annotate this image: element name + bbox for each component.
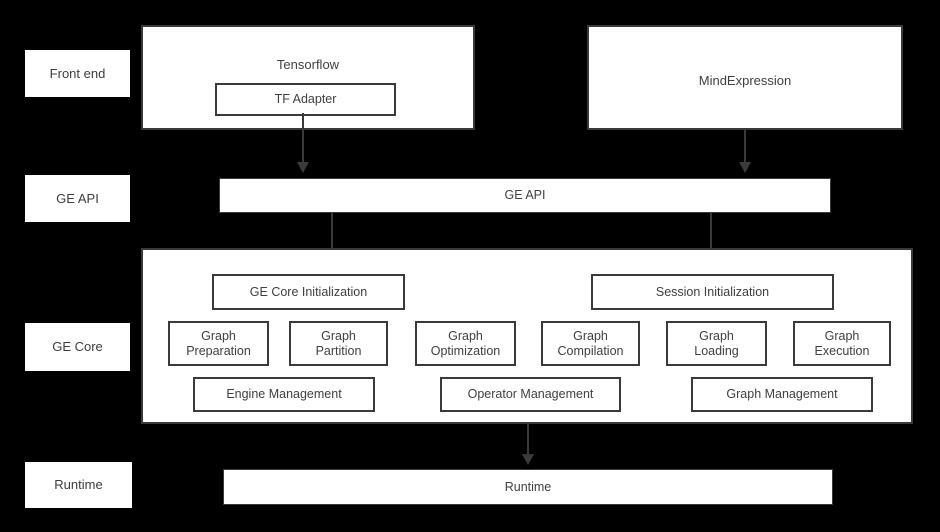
graph-execution-box: Graph Execution: [793, 321, 891, 366]
tensorflow-title: Tensorflow: [276, 57, 340, 72]
session-initialization-label: Session Initialization: [655, 284, 770, 299]
graph-partition-label: Graph Partition: [315, 328, 362, 358]
graph-optimization-box: Graph Optimization: [415, 321, 516, 366]
tf-adapter-box: TF Adapter: [215, 83, 396, 116]
graph-loading-label: Graph Loading: [694, 328, 739, 358]
graph-management-label: Graph Management: [726, 387, 838, 402]
ge-core-initialization-box: GE Core Initialization: [212, 274, 405, 310]
ge-api-bar-label: GE API: [504, 188, 546, 203]
engine-management-box: Engine Management: [193, 377, 375, 412]
connector-mindexpression-to-ge-api-arrowhead: [739, 162, 751, 173]
layer-label-front-end-text: Front end: [49, 65, 106, 81]
ge-api-bar: GE API: [219, 178, 831, 213]
layer-label-front-end: Front end: [25, 50, 130, 97]
connector-tf-adapter-to-ge-api-line: [302, 113, 304, 164]
tf-adapter-label: TF Adapter: [274, 92, 337, 107]
graph-execution-label: Graph Execution: [814, 328, 870, 358]
layer-label-runtime: Runtime: [25, 462, 132, 508]
runtime-bar-label: Runtime: [504, 479, 552, 494]
engine-management-label: Engine Management: [226, 387, 342, 402]
connector-ge-api-to-session-init-line: [710, 213, 712, 262]
layer-label-ge-core: GE Core: [25, 323, 130, 371]
graph-preparation-label: Graph Preparation: [186, 328, 251, 358]
graph-optimization-label: Graph Optimization: [430, 328, 501, 358]
ge-core-initialization-label: GE Core Initialization: [249, 284, 368, 299]
connector-mindexpression-to-ge-api-line: [744, 130, 746, 164]
operator-management-label: Operator Management: [467, 387, 594, 402]
ge-core-frame: GE Core Initialization Session Initializ…: [141, 248, 913, 424]
layer-label-ge-api-text: GE API: [56, 190, 99, 206]
tensorflow-frame: Tensorflow TF Adapter: [141, 25, 475, 130]
graph-compilation-label: Graph Compilation: [557, 328, 624, 358]
runtime-bar: Runtime: [223, 469, 833, 505]
graph-management-box: Graph Management: [691, 377, 873, 412]
connector-tf-adapter-to-ge-api-arrowhead: [297, 162, 309, 173]
graph-compilation-box: Graph Compilation: [541, 321, 640, 366]
graph-loading-box: Graph Loading: [666, 321, 767, 366]
mindexpression-frame: MindExpression: [587, 25, 903, 130]
connector-ge-core-to-runtime-line: [527, 424, 529, 456]
operator-management-box: Operator Management: [440, 377, 621, 412]
layer-label-runtime-text: Runtime: [54, 477, 103, 493]
layer-label-ge-core-text: GE Core: [52, 339, 103, 355]
graph-partition-box: Graph Partition: [289, 321, 388, 366]
mindexpression-title: MindExpression: [698, 73, 792, 88]
connector-ge-api-to-ge-core-init-line: [331, 213, 333, 262]
layer-label-ge-api: GE API: [25, 175, 130, 222]
graph-preparation-box: Graph Preparation: [168, 321, 269, 366]
session-initialization-box: Session Initialization: [591, 274, 834, 310]
connector-ge-core-to-runtime-arrowhead: [522, 454, 534, 465]
